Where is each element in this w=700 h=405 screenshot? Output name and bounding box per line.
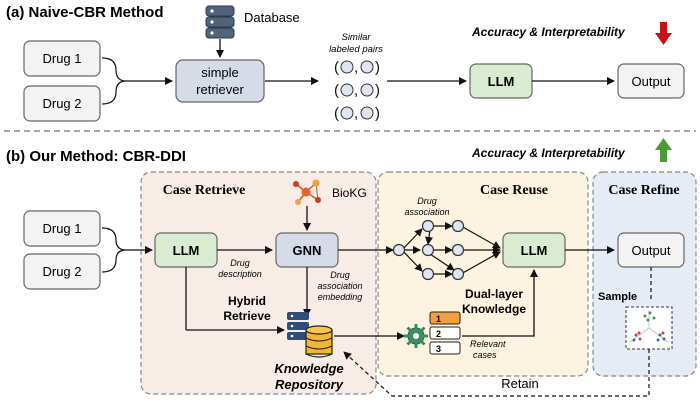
hybrid-2: Retrieve [223, 309, 271, 323]
drug2-box [23, 85, 101, 122]
brace-a [101, 57, 127, 105]
similar-line1: Similar [341, 32, 371, 43]
retain-label: Retain [501, 376, 539, 391]
drug2-box-b [23, 253, 101, 290]
svg-text:,: , [354, 59, 358, 76]
svg-text:,: , [354, 105, 358, 122]
part-a-metric: Accuracy & Interpretability [471, 25, 626, 39]
sample-clusters-icon [629, 310, 669, 343]
case-reuse-title: Case Reuse [480, 183, 548, 198]
output-label-a: Output [631, 74, 670, 89]
case-retrieve-title: Case Retrieve [163, 183, 246, 198]
relevant-2: cases [473, 350, 497, 360]
part-a-title: (a) Naive-CBR Method [6, 4, 164, 21]
svg-text:(: ( [334, 105, 339, 122]
ranked-list-icon: 1 2 3 [429, 311, 461, 355]
part-b-title: (b) Our Method: CBR-DDI [6, 148, 186, 165]
drug-association-graph [392, 219, 501, 281]
drug1-label-b: Drug 1 [42, 221, 81, 236]
drug-assoc-1: Drug [417, 196, 437, 206]
drug-assoc-2: association [404, 207, 449, 217]
drug-assoc-emb-2: association [317, 281, 362, 291]
case-refine-title: Case Refine [608, 183, 679, 198]
gear-icon [404, 324, 428, 348]
list-num-2: 2 [436, 329, 441, 339]
retriever-line2: retriever [196, 82, 244, 97]
brace-b [101, 227, 127, 273]
hybrid-1: Hybrid [228, 294, 266, 308]
svg-text:): ) [375, 59, 380, 76]
llm-label-reuse: LLM [521, 243, 548, 258]
list-num-3: 3 [436, 344, 441, 354]
drug2-label-b: Drug 2 [42, 264, 81, 279]
similar-line2: labeled pairs [329, 44, 383, 55]
llm-label-retrieve: LLM [173, 243, 200, 258]
knowledge-repository-icon [287, 312, 333, 358]
llm-label-a: LLM [488, 74, 515, 89]
drug2-label: Drug 2 [42, 96, 81, 111]
part-b-metric: Accuracy & Interpretability [471, 146, 626, 160]
svg-text:): ) [375, 105, 380, 122]
svg-text:(: ( [334, 59, 339, 76]
repo-label-2: Repository [275, 377, 344, 392]
database-icon [205, 5, 235, 39]
retain-arrow [343, 349, 650, 397]
drug1-box [23, 40, 101, 77]
simple-retriever-box [175, 59, 265, 103]
drug1-label: Drug 1 [42, 51, 81, 66]
retriever-line1: simple [201, 65, 239, 80]
drug-assoc-emb-3: embedding [318, 292, 363, 302]
biokg-label: BioKG [332, 186, 367, 200]
arrow-cases-llm [462, 269, 538, 337]
output-box-a [617, 63, 685, 99]
drug1-box-b [23, 210, 101, 247]
drug-desc-1: Drug [230, 258, 250, 268]
dual-2: Knowledge [462, 302, 526, 316]
drug-assoc-emb-1: Drug [330, 270, 350, 280]
dual-1: Dual-layer [465, 287, 523, 301]
database-label: Database [244, 10, 300, 25]
down-arrow-icon [655, 22, 672, 45]
relevant-1: Relevant [470, 339, 506, 349]
output-label-b: Output [631, 243, 670, 258]
list-num-1: 1 [436, 314, 441, 324]
repo-label-1: Knowledge [274, 361, 343, 376]
svg-text:(: ( [334, 82, 339, 99]
svg-text:,: , [354, 82, 358, 99]
gnn-label: GNN [293, 243, 322, 258]
drug-desc-2: description [218, 269, 262, 279]
sample-label: Sample [598, 291, 637, 303]
labeled-pairs: (,) (,) (,) [334, 59, 380, 122]
biokg-icon [293, 179, 321, 205]
svg-text:): ) [375, 82, 380, 99]
up-arrow-icon [655, 138, 672, 162]
